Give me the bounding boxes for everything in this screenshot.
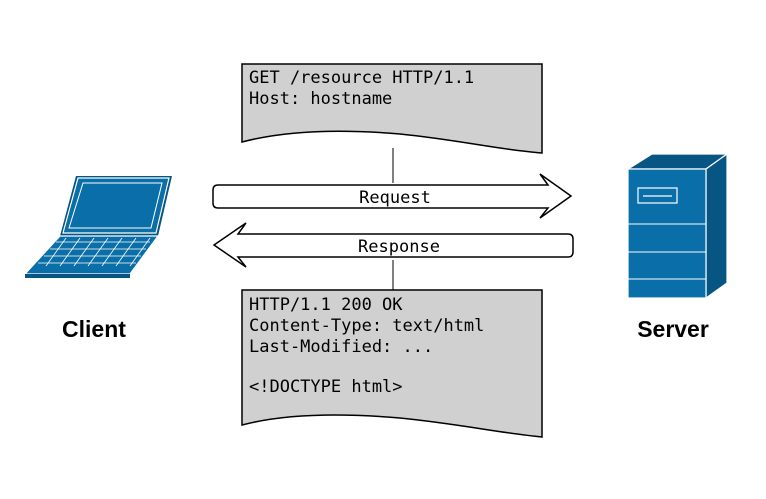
server-tower-icon xyxy=(625,152,729,300)
request-arrow: Request xyxy=(212,173,573,219)
response-document: HTTP/1.1 200 OK Content-Type: text/html … xyxy=(241,289,543,438)
response-line-2: Content-Type: text/html xyxy=(249,316,484,336)
server-side xyxy=(705,152,728,300)
request-line-2: Host: hostname xyxy=(249,89,392,109)
response-line-3: Last-Modified: ... xyxy=(249,337,433,357)
response-document-shape xyxy=(241,289,543,438)
request-line-1: GET /resource HTTP/1.1 xyxy=(249,68,474,88)
request-label: Request xyxy=(359,188,431,208)
client-label: Client xyxy=(62,316,126,342)
response-line-5: <!DOCTYPE html> xyxy=(249,377,403,397)
laptop-icon xyxy=(23,176,172,278)
server-label: Server xyxy=(637,316,709,342)
request-document: GET /resource HTTP/1.1 Host: hostname xyxy=(241,63,543,154)
response-arrow: Response xyxy=(212,222,574,268)
laptop-screen-display xyxy=(68,182,163,229)
laptop-keyboard xyxy=(38,237,151,267)
response-label: Response xyxy=(358,237,440,257)
request-document-shape xyxy=(241,63,543,154)
response-arrow-shape xyxy=(212,222,574,268)
request-arrow-shape xyxy=(212,173,573,219)
response-line-1: HTTP/1.1 200 OK xyxy=(249,295,403,315)
laptop-base-edge xyxy=(25,274,130,278)
